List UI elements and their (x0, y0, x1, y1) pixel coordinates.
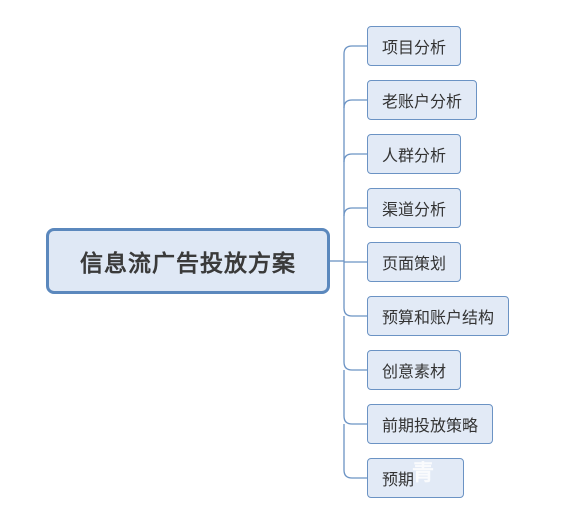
branch-label: 项目分析 (382, 38, 447, 57)
branch-label: 预算和账户结构 (382, 308, 495, 327)
branch-label: 创意素材 (382, 362, 447, 381)
root-node[interactable]: 信息流广告投放方案 (46, 228, 330, 294)
branch-connector-2 (343, 153, 367, 163)
branch-node-expectation[interactable]: 预期 (367, 458, 464, 498)
branch-node-creative-material[interactable]: 创意素材 (367, 350, 462, 390)
branch-connector-6 (343, 316, 367, 371)
root-label: 信息流广告投放方案 (80, 251, 296, 277)
branch-label: 前期投放策略 (382, 416, 479, 435)
branch-node-early-strategy[interactable]: 前期投放策略 (367, 404, 494, 444)
branch-label: 人群分析 (382, 146, 447, 165)
branch-connector-5 (343, 261, 367, 317)
branch-node-budget-account-structure[interactable]: 预算和账户结构 (367, 296, 510, 336)
branch-node-old-account-analysis[interactable]: 老账户分析 (367, 80, 478, 120)
watermark: 青 (412, 461, 436, 486)
branch-connector-0 (343, 45, 367, 261)
branch-node-audience-analysis[interactable]: 人群分析 (367, 134, 462, 174)
branch-label: 老账户分析 (382, 92, 463, 111)
branch-connector-8 (343, 424, 367, 479)
branch-connector-1 (343, 99, 367, 109)
branch-node-channel-analysis[interactable]: 渠道分析 (367, 188, 462, 228)
branch-node-page-planning[interactable]: 页面策划 (367, 242, 462, 282)
branch-node-project-analysis[interactable]: 项目分析 (367, 26, 462, 66)
branch-label: 渠道分析 (382, 200, 447, 219)
branch-label: 页面策划 (382, 254, 447, 273)
branch-label: 预期 (382, 470, 415, 489)
branch-connector-7 (343, 370, 367, 425)
branch-connector-3 (343, 207, 367, 217)
